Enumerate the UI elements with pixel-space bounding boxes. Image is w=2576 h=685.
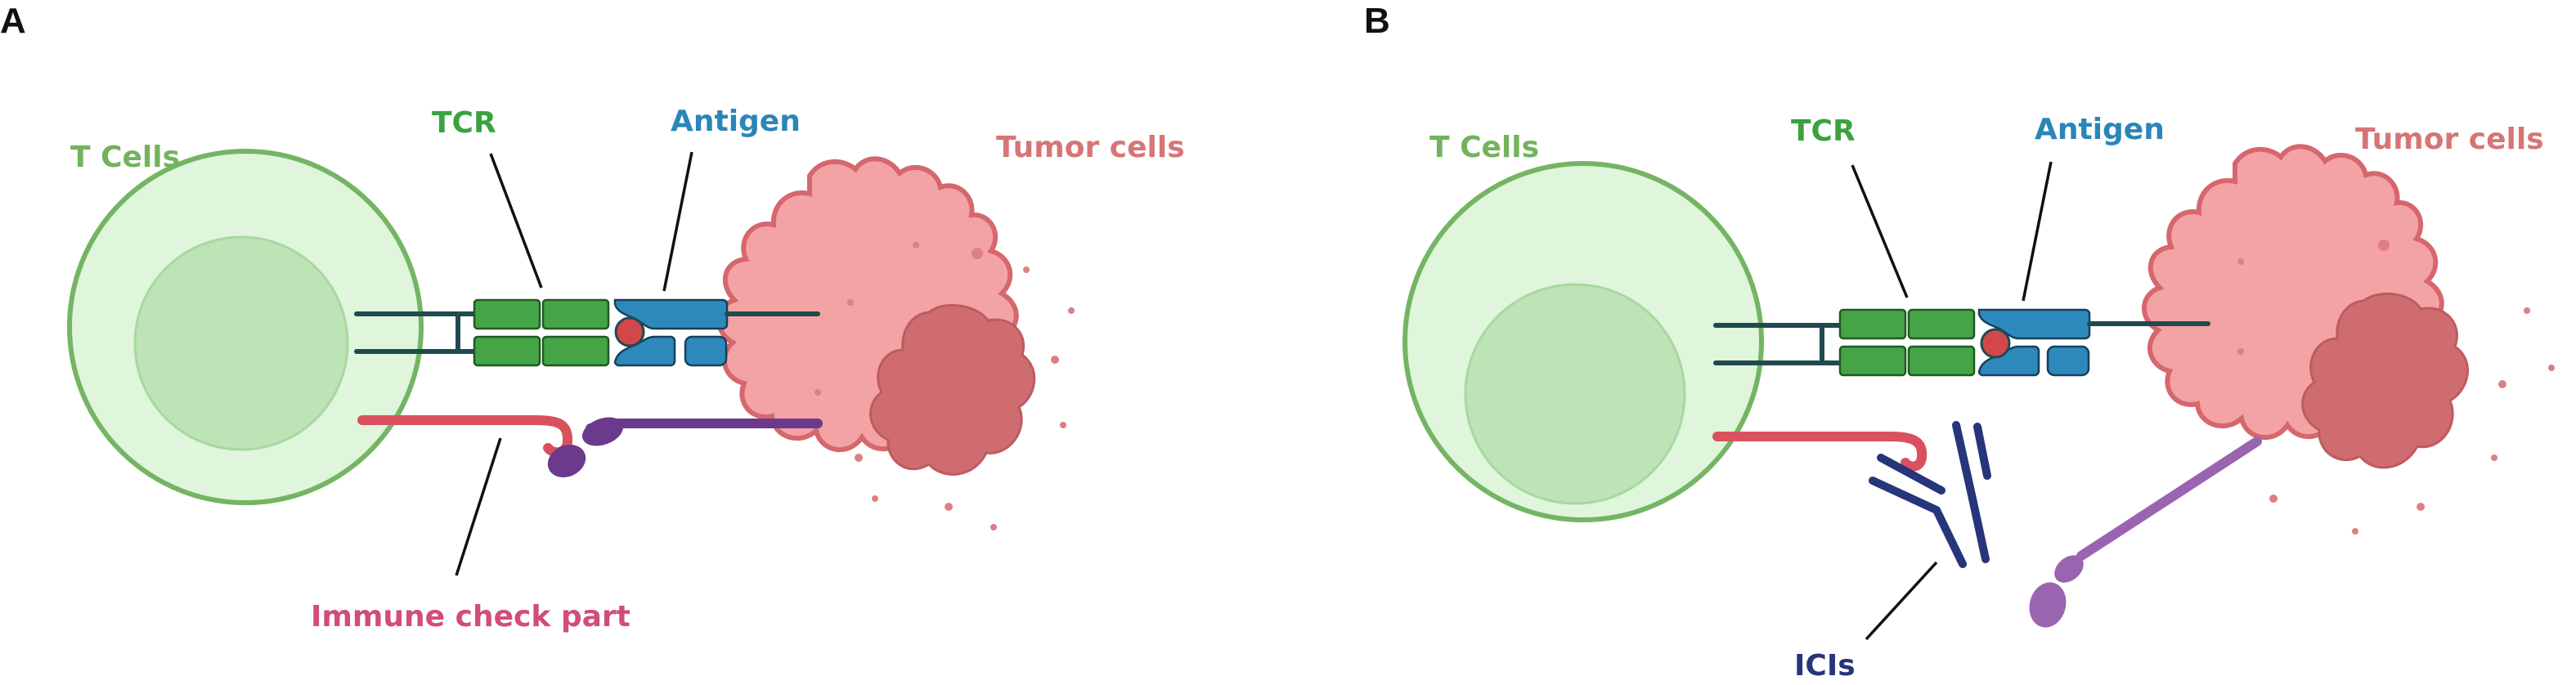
antibody-stem <box>1932 506 1967 568</box>
granule <box>2237 348 2244 355</box>
panel-a-tcr-block <box>473 298 541 330</box>
panel-b-tumor-nucleus <box>2301 292 2469 469</box>
granule <box>1060 422 1066 428</box>
panel-a-leader-antigen <box>662 151 693 292</box>
granule <box>855 454 863 462</box>
panel-a-label-tcr: TCR <box>432 106 496 140</box>
panel-b-leader-tcr <box>1851 164 1909 298</box>
panel-a-leader-tcr <box>489 153 543 289</box>
panel-b-ligand-stem <box>2076 437 2262 561</box>
panel-b-tcr-block <box>1838 345 1907 377</box>
granule <box>1068 307 1075 314</box>
panel-a-t-cell <box>67 149 424 505</box>
panel-b-ligand-head <box>2029 582 2067 628</box>
panel-b-leader-antigen <box>2022 161 2053 302</box>
panel-b-label-t-cells: T Cells <box>1429 131 1539 164</box>
panel-b-antigen-mhc-bottom <box>1977 345 2040 377</box>
panel-b-checkpoint-ligand <box>2029 437 2262 628</box>
panel-a-letter: A <box>0 1 26 41</box>
panel-b-leader-icis <box>1865 561 1938 641</box>
granule <box>815 389 821 396</box>
panel-b-tumor-cell <box>2144 146 2555 535</box>
granule <box>2417 503 2425 511</box>
granule <box>945 503 953 511</box>
granule <box>2237 258 2244 265</box>
antibody-arm <box>1973 423 1991 480</box>
granule <box>2352 528 2358 535</box>
panel-a-antigen-mhc-bottom <box>613 335 676 367</box>
panel-b-label-antigen: Antigen <box>2035 113 2165 146</box>
panel-b: B <box>1364 1 2555 683</box>
panel-b-tumor-granules <box>2237 240 2555 535</box>
granule <box>1051 356 1059 364</box>
panel-b-letter: B <box>1364 1 1390 41</box>
panel-a-tcr-block <box>473 335 541 367</box>
antibody-arm <box>1877 454 1945 495</box>
panel-a-tumor-cell <box>719 159 1075 531</box>
antibody-arm <box>1869 477 1941 514</box>
granule <box>972 248 983 259</box>
granule <box>1023 266 1030 273</box>
panel-a-label-antigen: Antigen <box>671 105 801 138</box>
panel-a-t-cell-nucleus <box>133 235 349 451</box>
granule <box>2548 365 2555 371</box>
panel-b-ligand-domain <box>2054 555 2084 583</box>
antibody-stem <box>1968 495 1990 563</box>
panel-a-antigen-peptide <box>614 316 645 347</box>
panel-a-checkpoint-receptor <box>357 415 572 458</box>
panel-a-tcr-block <box>541 335 610 367</box>
granule <box>2498 380 2506 388</box>
panel-a-checkpoint-pair <box>357 415 823 477</box>
granule <box>913 242 919 248</box>
panel-a-checkpoint-ligand-head <box>547 445 586 477</box>
panel-a: A <box>0 1 1185 634</box>
antibody-arm <box>1952 421 1977 503</box>
granule <box>990 524 997 531</box>
granule <box>2491 454 2497 461</box>
panel-b-checkpoint-receptor <box>1712 432 1928 472</box>
panel-a-antigen-mhc-top <box>613 298 729 330</box>
panel-b-antigen-mhc-top <box>1977 308 2091 340</box>
panel-b-t-cell <box>1402 161 1764 522</box>
panel-a-checkpoint-ligand-domain <box>581 417 624 446</box>
panel-b-tcr-block <box>1907 345 1976 377</box>
granule <box>847 299 854 306</box>
panel-a-tumor-granules <box>815 242 1075 531</box>
panel-a-tumor-nucleus <box>869 303 1036 476</box>
panel-b-label-tcr: TCR <box>1791 114 1856 148</box>
panel-b-t-cell-nucleus <box>1464 283 1686 505</box>
panel-b-label-tumor-cells: Tumor cells <box>2355 123 2544 156</box>
panel-a-label-tumor-cells: Tumor cells <box>996 131 1185 164</box>
panel-b-antigen-peptide <box>1980 328 2011 359</box>
panel-b-tcr-block <box>1907 308 1976 340</box>
granule <box>872 495 878 502</box>
granule <box>2524 307 2530 314</box>
panel-b-tcr-complex <box>1713 308 2210 377</box>
panel-a-antigen-mhc-block <box>684 335 728 367</box>
panel-a-checkpoint-ligand-stem <box>586 419 823 433</box>
panel-a-tcr-complex <box>354 298 820 367</box>
granule <box>2378 240 2390 251</box>
panel-a-tcr-block <box>541 298 610 330</box>
panel-b-antigen-mhc-block <box>2046 345 2090 377</box>
panel-a-label-immune-check: Immune check part <box>311 600 631 634</box>
granule <box>2269 495 2278 503</box>
panel-a-label-t-cells: T Cells <box>70 141 180 174</box>
panel-a-leader-immune-check <box>455 437 502 576</box>
panel-b-tcr-block <box>1838 308 1907 340</box>
panel-b-ici-antibody <box>1869 421 1991 568</box>
panel-b-label-icis: ICIs <box>1794 649 1856 683</box>
